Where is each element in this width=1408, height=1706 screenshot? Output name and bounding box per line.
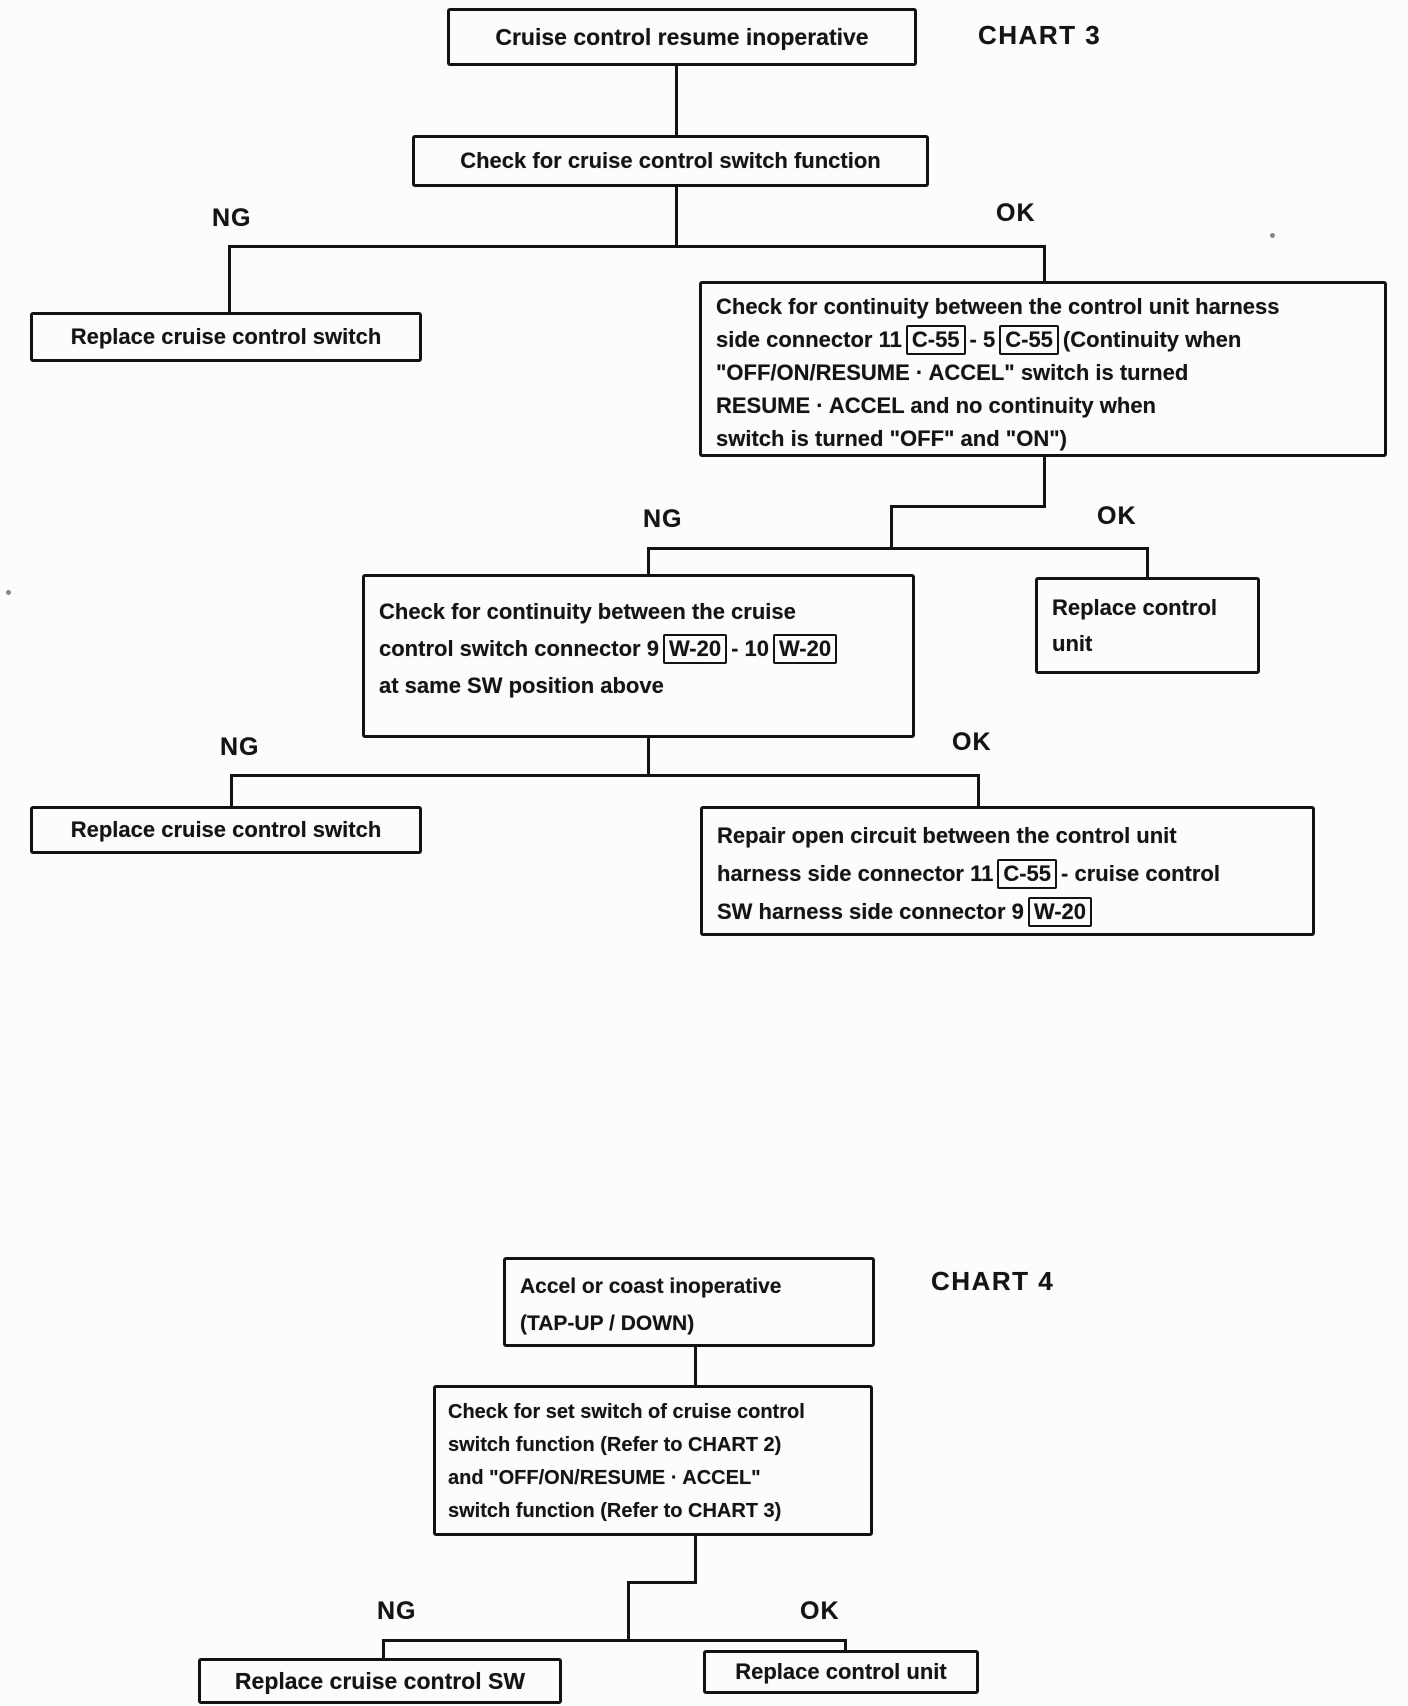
chart3-start-label: Cruise control resume inoperative <box>495 23 869 50</box>
branch1-line <box>228 245 1046 248</box>
chart3-title: CHART 3 <box>978 20 1102 50</box>
text-segment: - cruise control <box>1061 861 1220 886</box>
text-segment: - 5 <box>969 327 996 352</box>
branch3-line <box>230 774 980 777</box>
connector-start-to-check <box>675 66 678 136</box>
branch3-ok-drop <box>977 774 980 807</box>
branch1-ng-drop <box>228 245 231 312</box>
chart4-title: CHART 4 <box>931 1266 1055 1296</box>
continuity-switch-line1: Check for continuity between the cruise <box>379 599 796 624</box>
chart4-replace-control-unit-label: Replace control unit <box>735 1659 947 1684</box>
connector-check-to-branch1 <box>675 187 678 248</box>
connector-ref-c55: C-55 <box>999 325 1059 356</box>
check-set-line1: Check for set switch of cruise control <box>448 1401 805 1423</box>
branch1-ok-label: OK <box>996 199 1036 227</box>
branch1-ok-drop <box>1043 245 1046 281</box>
chart3-continuity-cruise-switch-box: Check for continuity between the cruise … <box>362 574 915 738</box>
check-set-line4: switch function (Refer to CHART 3) <box>448 1500 782 1522</box>
repair-circuit-line1: Repair open circuit between the control … <box>717 823 1177 848</box>
scan-artifact-dot <box>1270 233 1275 238</box>
text-segment: side connector 11 <box>716 327 902 352</box>
chart4-start-box: Accel or coast inoperative (TAP-UP / DOW… <box>503 1257 875 1347</box>
connector-chart4-check-down <box>694 1536 697 1584</box>
chart3-replace-switch-label-2: Replace cruise control switch <box>70 817 382 842</box>
branch2-ng-label: NG <box>643 505 683 533</box>
continuity-unit-line5: switch is turned "OFF" and "ON") <box>716 426 1067 451</box>
connector-switchbox-to-branch3 <box>647 738 650 776</box>
connector-chart4-jog-to-branch <box>627 1581 630 1641</box>
chart4-ng-drop <box>382 1639 385 1659</box>
text-segment: - 10 <box>731 636 769 661</box>
connector-ref-w20: W-20 <box>772 634 838 665</box>
connector-unitbox-jog <box>890 505 1046 508</box>
chart3-continuity-control-unit-box: Check for continuity between the control… <box>699 281 1387 457</box>
connector-chart4-start-to-check <box>694 1347 697 1386</box>
chart3-replace-switch-box-1: Replace cruise control switch <box>30 312 422 362</box>
scan-artifact-dot <box>6 590 11 595</box>
branch2-ng-drop <box>647 547 650 575</box>
chart4-ng-label: NG <box>377 1597 417 1625</box>
text-segment: SW harness side connector 9 <box>717 899 1024 924</box>
branch2-ok-label: OK <box>1097 502 1137 530</box>
branch2-ok-drop <box>1146 547 1149 578</box>
text-segment: control switch connector 9 <box>379 636 659 661</box>
chart4-start-line1: Accel or coast inoperative <box>520 1275 782 1298</box>
continuity-unit-line3: "OFF/ON/RESUME · ACCEL" switch is turned <box>716 360 1189 385</box>
chart4-ok-drop <box>844 1639 847 1651</box>
connector-chart4-jog <box>627 1581 697 1584</box>
continuity-switch-line3: at same SW position above <box>379 673 664 698</box>
connector-jog-to-branch2 <box>890 505 893 549</box>
chart4-replace-control-unit-box: Replace control unit <box>703 1650 979 1694</box>
connector-unitbox-down <box>1043 457 1046 507</box>
chart4-ok-label: OK <box>800 1597 840 1625</box>
branch2-line <box>647 547 1149 550</box>
chart3-replace-switch-label-1: Replace cruise control switch <box>70 324 382 349</box>
chart3-replace-control-unit-label: Replace control unit <box>1052 595 1218 656</box>
chart4-start-line2: (TAP-UP / DOWN) <box>520 1312 695 1335</box>
connector-ref-c55: C-55 <box>997 859 1058 890</box>
chart3-check-switch-box: Check for cruise control switch function <box>412 135 929 187</box>
chart3-repair-open-circuit-box: Repair open circuit between the control … <box>700 806 1315 936</box>
chart3-start-box: Cruise control resume inoperative <box>447 8 917 66</box>
chart4-check-set-switch-box: Check for set switch of cruise control s… <box>433 1385 873 1536</box>
branch3-ng-drop <box>230 774 233 807</box>
chart3-replace-switch-box-2: Replace cruise control switch <box>30 806 422 854</box>
chart4-replace-sw-label: Replace cruise control SW <box>234 1667 526 1694</box>
branch3-ok-label: OK <box>952 728 992 756</box>
connector-ref-w20: W-20 <box>1027 897 1092 928</box>
continuity-unit-line1: Check for continuity between the control… <box>716 294 1280 319</box>
chart4-branch-line <box>382 1639 847 1642</box>
chart3-replace-control-unit-box: Replace control unit <box>1035 577 1260 674</box>
check-set-line3: and "OFF/ON/RESUME · ACCEL" <box>448 1467 761 1489</box>
connector-ref-c55: C-55 <box>905 325 966 356</box>
chart4-replace-sw-box: Replace cruise control SW <box>198 1658 562 1704</box>
branch3-ng-label: NG <box>220 733 260 761</box>
branch1-ng-label: NG <box>212 204 252 232</box>
check-set-line2: switch function (Refer to CHART 2) <box>448 1434 782 1456</box>
connector-ref-w20: W-20 <box>662 634 728 665</box>
text-segment: (Continuity when <box>1062 327 1242 352</box>
chart3-check-switch-label: Check for cruise control switch function <box>460 148 881 173</box>
continuity-unit-line4: RESUME · ACCEL and no continuity when <box>716 393 1156 418</box>
text-segment: harness side connector 11 <box>717 861 994 886</box>
